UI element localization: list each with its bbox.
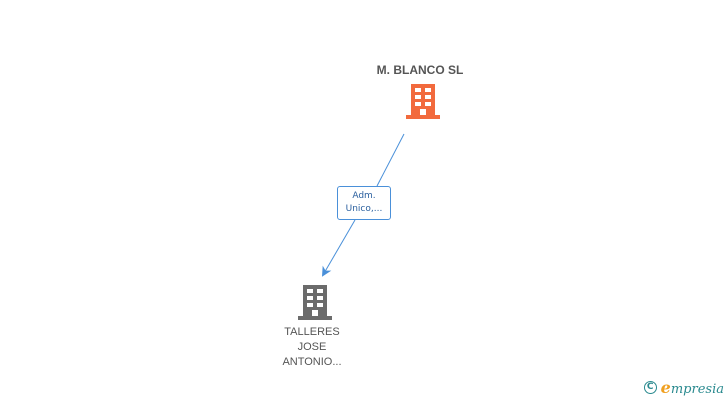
brand-initial: e xyxy=(660,377,671,397)
child-company-name[interactable]: TALLERES JOSE ANTONIO... xyxy=(272,325,352,370)
brand-name: mpresia xyxy=(670,381,724,397)
relation-label-line: Unico,... xyxy=(345,204,383,214)
brand-footer: C empresia xyxy=(643,378,724,397)
child-company-name-line: ANTONIO... xyxy=(282,356,342,368)
copyright-icon: C xyxy=(643,380,657,394)
relation-edge-upper xyxy=(376,133,405,187)
building-icon[interactable] xyxy=(298,285,332,321)
child-company-name-line: TALLERES xyxy=(284,326,340,338)
relation-label[interactable]: Adm. Unico,... xyxy=(337,186,391,220)
root-company-name[interactable]: M. BLANCO SL xyxy=(376,63,464,77)
brand-logo[interactable]: empresia xyxy=(661,378,724,397)
building-icon[interactable] xyxy=(406,84,440,120)
relation-label-line: Adm. xyxy=(352,191,376,201)
child-company-name-line: JOSE xyxy=(297,341,327,353)
relation-edge-lower xyxy=(321,219,356,277)
